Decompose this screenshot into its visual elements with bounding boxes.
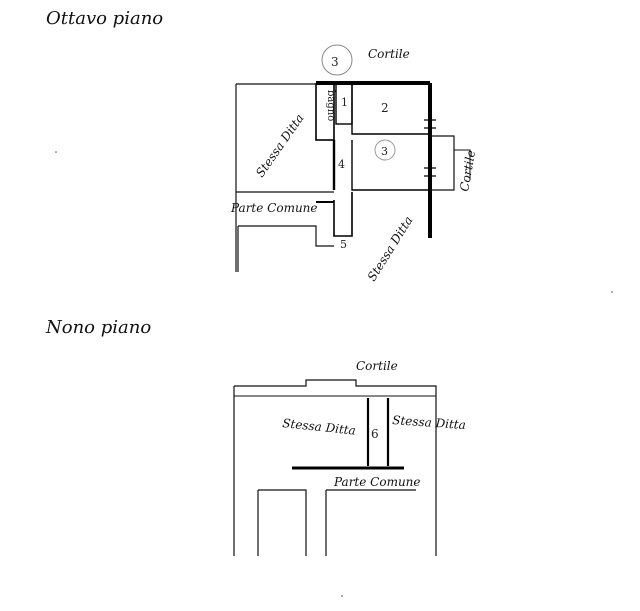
room-3-circle <box>374 139 396 161</box>
wall-outline-9 <box>234 379 437 556</box>
speck-3 <box>341 595 343 597</box>
label-room-6: 6 <box>371 427 379 441</box>
wall-lower-left-9 <box>258 489 307 556</box>
courtyard-notch <box>430 135 455 191</box>
label-stessa-ditta-left: Stessa Ditta <box>253 111 307 179</box>
label-parte-comune-8: Parte Comune <box>230 201 318 215</box>
compass-circle <box>321 44 353 76</box>
room-3 <box>351 140 430 191</box>
floor-plan-nono: Nono piano Cortile 6 Stessa Ditta Stessa… <box>45 317 466 556</box>
label-room-3: 3 <box>381 145 388 158</box>
compass-label: 3 <box>331 55 339 69</box>
label-room-5: 5 <box>340 238 347 251</box>
floor-plan-ottavo: Ottavo piano 3 Cortile bagno 1 2 3 <box>46 8 478 284</box>
label-cortile-9: Cortile <box>356 359 398 373</box>
label-bagno: bagno <box>325 90 336 121</box>
bagno-room <box>315 83 335 141</box>
speck-2 <box>611 291 613 293</box>
label-stessa-ditta-right-9: Stessa Ditta <box>392 413 466 432</box>
label-parte-comune-9: Parte Comune <box>333 475 421 489</box>
room-2 <box>351 84 430 135</box>
stair-shaft <box>333 192 353 237</box>
label-stessa-ditta-left-9: Stessa Ditta <box>282 416 357 438</box>
speck-1 <box>55 151 57 153</box>
wall-lower-left <box>238 225 334 247</box>
label-cortile-top: Cortile <box>368 47 410 61</box>
label-cortile-right: Cortile <box>457 149 478 193</box>
window-marks-right <box>424 119 436 177</box>
label-room-2: 2 <box>381 101 389 115</box>
title-nono-piano: Nono piano <box>45 317 151 338</box>
label-room-4: 4 <box>338 158 345 171</box>
title-ottavo-piano: Ottavo piano <box>46 8 163 29</box>
label-room-1: 1 <box>341 96 348 109</box>
courtyard-edge <box>454 149 471 180</box>
label-stessa-ditta-bottom: Stessa Ditta <box>365 214 416 284</box>
